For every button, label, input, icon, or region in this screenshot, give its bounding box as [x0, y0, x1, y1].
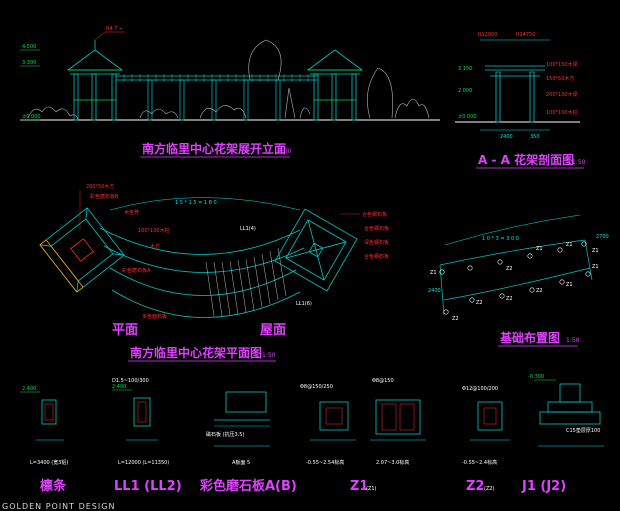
section-level: 3.150: [458, 66, 472, 72]
level-label: ±0.000: [22, 114, 41, 120]
foundation-points: [439, 241, 591, 315]
detail-j1: -0.300 C15垫层厚100: [528, 374, 604, 447]
right-pavilion: [306, 49, 364, 121]
plan-note: 彩色磨石板A: [122, 267, 151, 274]
foundation-point-label: Z2: [506, 296, 513, 302]
plan-notes-right: 合色钢石板 合色钢石板 深色钢石板 合色钢石板: [340, 211, 389, 260]
section-note: 100*150木梁: [546, 61, 578, 68]
plan-scale: 1:50: [262, 352, 276, 359]
plan-note: 100*100木柱: [138, 227, 170, 234]
foundation-point-label: Z1: [566, 242, 573, 248]
plan-note: 200*50木方: [86, 183, 114, 190]
plan-note: 合色钢石板: [362, 211, 387, 218]
detail-note: 磁石板 (抗压3.5): [206, 431, 244, 438]
detail-title-z2: Z2: [466, 479, 484, 494]
foundation-dim-left: 2400: [428, 288, 441, 294]
plan-ll-label: LL1(4): [240, 226, 256, 232]
detail-title-j1: J1 (J2): [521, 479, 566, 494]
elevation-scale: 1:50: [278, 148, 292, 155]
detail-z2: Φ12@100/200 -0.55~2.4标高: [462, 386, 510, 466]
level-marker-top: 4.500 3.300 ±0.000: [20, 44, 41, 121]
foundation-point-label: Z1: [592, 264, 599, 270]
pergola-beams: [116, 74, 318, 121]
foundation-point-label: Z1: [566, 282, 573, 288]
section-note: 150*50木方: [546, 75, 574, 82]
foundation-point-label: Z2: [506, 266, 513, 272]
detail-note: Φ8@150/250: [300, 384, 333, 390]
plan-note: 合色钢石板: [364, 253, 389, 260]
section-dim-left: R12000: [478, 32, 497, 38]
detail-note: -0.55~2.54标高: [306, 459, 344, 466]
foundation-dim-right: 2700: [596, 234, 609, 240]
detail-level: -0.300: [528, 374, 544, 380]
detail-note: D1.5~100/300: [112, 378, 149, 384]
section-title: A - A 花架剖面图: [478, 152, 574, 167]
plan-note: 木方: [150, 243, 160, 250]
plan-ll-label: LL1(6): [296, 301, 312, 307]
left-pavilion: [66, 40, 124, 121]
detail-subtitle-z1: (Z1): [366, 486, 377, 492]
callout-text: R4.7 ≈: [106, 26, 123, 32]
footer-brand: GOLDEN POINT DESIGN: [2, 502, 115, 511]
detail-lintiao: 2.400 L=3400 (宽3铝): [20, 386, 68, 466]
foundation-dim-top: 1 0 * 3 = 3 0 0: [482, 236, 519, 242]
detail-subtitle-z2: (Z2): [484, 486, 495, 492]
detail-title-z1: Z1: [350, 479, 368, 494]
detail-note: -0.55~2.4标高: [462, 459, 497, 466]
foundation-title: 基础布置图: [499, 330, 560, 345]
detail-note: C15垫层厚100: [566, 427, 600, 434]
elevation-drawing: 4.500 3.300 ±0.000: [20, 26, 440, 121]
plan-note: 合色钢石板: [364, 225, 389, 232]
section-dimensions: [480, 39, 550, 131]
plan-note: 彩色磨石板B: [90, 193, 119, 200]
plan-label-left: 平面: [112, 323, 138, 338]
section-dim-right: R14750: [516, 32, 535, 38]
plan-drawing: 1 5 * 1 5 = 1 8 0 LL1(4) LL1(6) 200*50木方…: [39, 183, 389, 338]
plan-note: 深色钢石板: [364, 239, 389, 246]
section-level: 2.000: [458, 88, 472, 94]
section-dim-bottom: 350: [530, 134, 540, 140]
level-label: 4.500: [22, 44, 36, 50]
section-dim-bottom: 2400: [500, 134, 513, 140]
plan-label-right: 屋面: [260, 323, 286, 338]
foundation-point-label: Z2: [536, 288, 543, 294]
detail-title-lintiao: 檩条: [40, 478, 67, 494]
section-level: ±0.000: [458, 114, 477, 120]
detail-ll: 2.400 D1.5~100/300 L=12000 (L=11350): [112, 378, 169, 466]
detail-level: 2.400: [112, 384, 126, 390]
foundation-point-label: Z1: [430, 270, 437, 276]
section-note: 100*100木柱: [546, 109, 578, 116]
foundation-scale: 1:50: [566, 337, 580, 344]
section-scale: 1:50: [572, 159, 586, 166]
detail-z1: Φ8@150/250 Φ8@150 -0.55~2.54标高 2.07~3.0标…: [300, 378, 426, 466]
detail-level: 2.400: [22, 386, 36, 392]
foundation-point-label: Z2: [476, 300, 483, 306]
top-callout: R4.7 ≈: [94, 26, 125, 41]
detail-note: 2.07~3.0标高: [376, 459, 409, 466]
plan-note: 木坐凳: [124, 209, 139, 216]
level-label: 3.300: [22, 60, 36, 66]
detail-note: L=3400 (宽3铝): [30, 459, 68, 466]
plan-notes-left: 200*50木方 彩色磨石板B 木坐凳 100*100木柱 木方 彩色磨石板A …: [79, 183, 170, 320]
foundation-point-label: Z1: [536, 246, 543, 252]
foundation-drawing: 1 0 * 3 = 3 0 0 2700 2400 Z2 Z1 Z2 Z1 Z1…: [428, 214, 609, 322]
detail-note: Φ12@100/200: [462, 386, 498, 392]
plan-title: 南方临里中心花架平面图: [130, 345, 262, 360]
detail-stone: 磁石板 (抗压3.5) A板面 5: [206, 391, 270, 466]
detail-title-ll: LL1 (LL2): [114, 479, 182, 494]
plan-top-dim: 1 5 * 1 5 = 1 8 0: [175, 200, 217, 206]
vegetation: [27, 39, 430, 121]
section-drawing: R12000 R14750 100*150木梁 150*50木方 200*100…: [455, 32, 580, 140]
detail-note: A板面 5: [232, 459, 250, 466]
plan-note: 多色面石板: [142, 313, 167, 320]
pergola-slats: [205, 247, 287, 317]
elevation-title: 南方临里中心花架展开立面: [142, 141, 286, 156]
section-note: 200*100木梁: [546, 91, 578, 98]
detail-note: Φ8@150: [372, 378, 394, 384]
foundation-point-label: Z1: [592, 248, 599, 254]
detail-note: L=12000 (L=11350): [118, 460, 169, 466]
detail-title-stone: 彩色磨石板A(B): [199, 478, 297, 494]
foundation-point-label: Z2: [452, 316, 459, 322]
